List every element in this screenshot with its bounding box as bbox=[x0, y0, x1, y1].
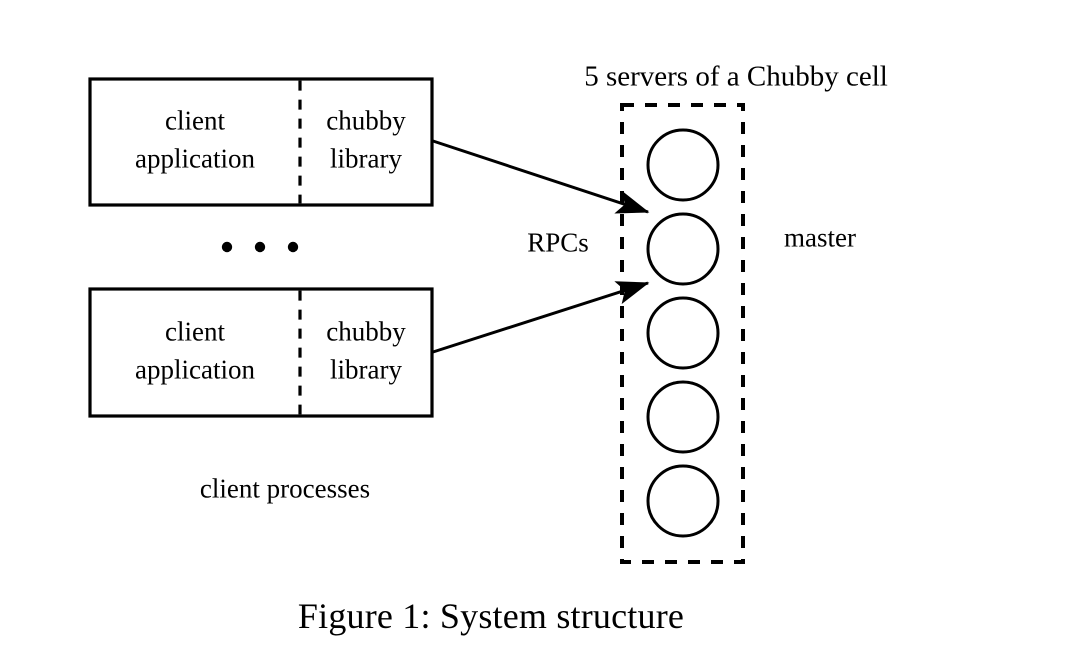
figure-caption: Figure 1: System structure bbox=[297, 596, 685, 636]
ellipsis-dot-2 bbox=[254, 241, 266, 253]
client-application-label-top: client application bbox=[135, 105, 255, 174]
server-circle-3 bbox=[646, 296, 720, 370]
server-circle-1 bbox=[646, 128, 720, 202]
ellipsis-dot-1 bbox=[221, 241, 233, 253]
chubby-cell-header-label: 5 servers of a Chubby cell bbox=[584, 60, 888, 93]
chubby-cell-dashed-boundary bbox=[620, 103, 745, 564]
client-process-box-top bbox=[88, 77, 434, 207]
server-circle-4 bbox=[646, 380, 720, 454]
ellipsis-dot-3 bbox=[287, 241, 299, 253]
client-process-box-outline-top bbox=[88, 77, 434, 207]
client-processes-group-label: client processes bbox=[199, 473, 371, 504]
chubby-library-label-top: chubby library bbox=[326, 105, 406, 174]
client-process-box-bottom bbox=[88, 287, 434, 418]
client-process-ellipsis bbox=[221, 241, 299, 253]
rpc-arrow-top bbox=[432, 139, 650, 214]
client-process-box-outline-bottom bbox=[88, 287, 434, 418]
rpc-arrow-bottom bbox=[432, 281, 650, 354]
rpcs-label: RPCs bbox=[527, 227, 589, 258]
server-circle-2-master bbox=[646, 212, 720, 286]
master-label: master bbox=[784, 222, 856, 253]
client-application-label-bottom: client application bbox=[135, 316, 255, 385]
server-circle-5 bbox=[646, 464, 720, 538]
chubby-library-label-bottom: chubby library bbox=[326, 316, 406, 385]
